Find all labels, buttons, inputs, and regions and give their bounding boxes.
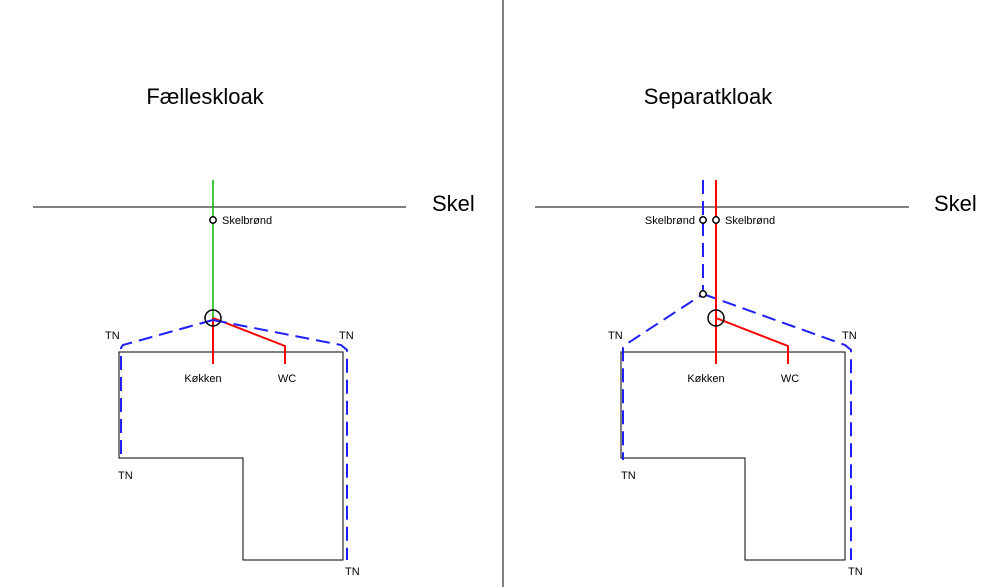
tn-label: TN: [118, 470, 133, 482]
wastewater-pipe: [715, 180, 789, 364]
right-panel: Separatkloak Skel Skelbrønd Skelbrønd Kø…: [535, 84, 977, 578]
tn-label: TN: [621, 470, 636, 482]
wc-label: WC: [781, 373, 799, 385]
wastewater-pipe: [212, 317, 286, 364]
manhole-icon: [712, 216, 720, 224]
stormwater-pipe: [120, 319, 348, 560]
stormwater-pipe: [622, 180, 852, 560]
manhole-icon: [209, 216, 217, 224]
manhole-label: Skelbrønd: [725, 215, 775, 227]
kitchen-label: Køkken: [184, 373, 221, 385]
boundary-label: Skel: [934, 191, 977, 216]
left-panel: Fælleskloak Skel Skelbrønd Køkken WC TN …: [33, 84, 475, 578]
kitchen-label: Køkken: [687, 373, 724, 385]
tn-label: TN: [345, 566, 360, 578]
right-title: Separatkloak: [644, 84, 773, 109]
building-outline: [118, 351, 344, 561]
tn-label: TN: [339, 330, 354, 342]
manhole-label: Skelbrønd: [222, 215, 272, 227]
tn-label: TN: [848, 566, 863, 578]
stormwater-junction-icon: [699, 290, 707, 298]
tn-label: TN: [105, 330, 120, 342]
building-outline: [620, 351, 846, 561]
wc-label: WC: [278, 373, 296, 385]
junction-well-icon: [707, 309, 725, 327]
left-title: Fælleskloak: [146, 84, 264, 109]
junction-well-icon: [204, 309, 222, 327]
tn-label: TN: [608, 330, 623, 342]
boundary-label: Skel: [432, 191, 475, 216]
manhole-label: Skelbrønd: [645, 215, 695, 227]
tn-label: TN: [842, 330, 857, 342]
manhole-icon: [699, 216, 707, 224]
